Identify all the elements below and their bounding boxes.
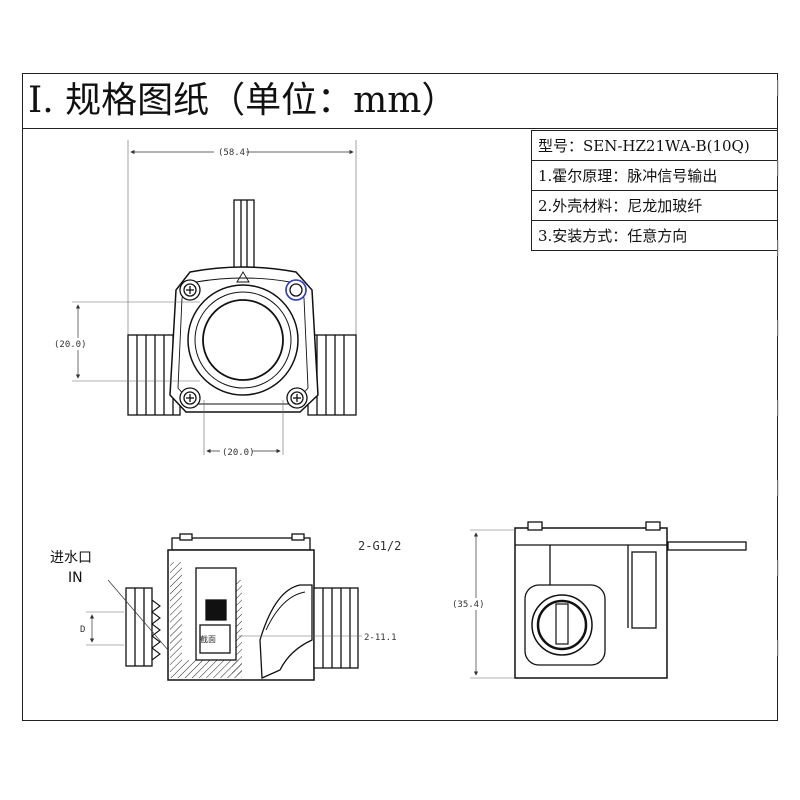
screw-bottom-left xyxy=(179,387,201,409)
thread-length-label: 2-11.1 xyxy=(364,633,397,643)
signal-cable xyxy=(233,199,255,276)
left-thread xyxy=(127,334,181,416)
spec-cell: 1.霍尔原理：脉冲信号输出 xyxy=(531,160,778,191)
inlet-label-en: IN xyxy=(68,570,83,586)
d-label: D xyxy=(80,625,85,635)
dim-height-label: (20.0) xyxy=(54,340,87,350)
section-label: 截面 xyxy=(200,634,216,644)
page-title: Ⅰ. 规格图纸（单位：mm） xyxy=(28,80,458,121)
drawing-sheet xyxy=(22,73,778,721)
spec-table: 型号：SEN-HZ21WA-B(10Q) 1.霍尔原理：脉冲信号输出 2.外壳材… xyxy=(531,130,778,251)
screw-bottom-right xyxy=(286,387,308,409)
side-section-view xyxy=(86,533,362,681)
end-dim-height-label: (35.4) xyxy=(452,600,485,610)
spec-row-principle: 1.霍尔原理：脉冲信号输出 xyxy=(531,160,778,191)
front-view xyxy=(72,140,357,455)
dim-width-label: (58.4) xyxy=(218,148,251,158)
inlet-label: 进水口 xyxy=(50,550,92,566)
screw-top-left xyxy=(179,279,201,301)
dim-bottom-label: (20.0) xyxy=(222,448,255,458)
screw-top-right-highlighted xyxy=(285,279,307,301)
end-view xyxy=(470,521,747,679)
thread-label: 2-G1/2 xyxy=(358,539,401,553)
title-bar: Ⅰ. 规格图纸（单位：mm） xyxy=(22,73,778,129)
spec-row-install: 3.安装方式：任意方向 xyxy=(531,220,778,251)
spec-cell: 3.安装方式：任意方向 xyxy=(531,220,778,251)
